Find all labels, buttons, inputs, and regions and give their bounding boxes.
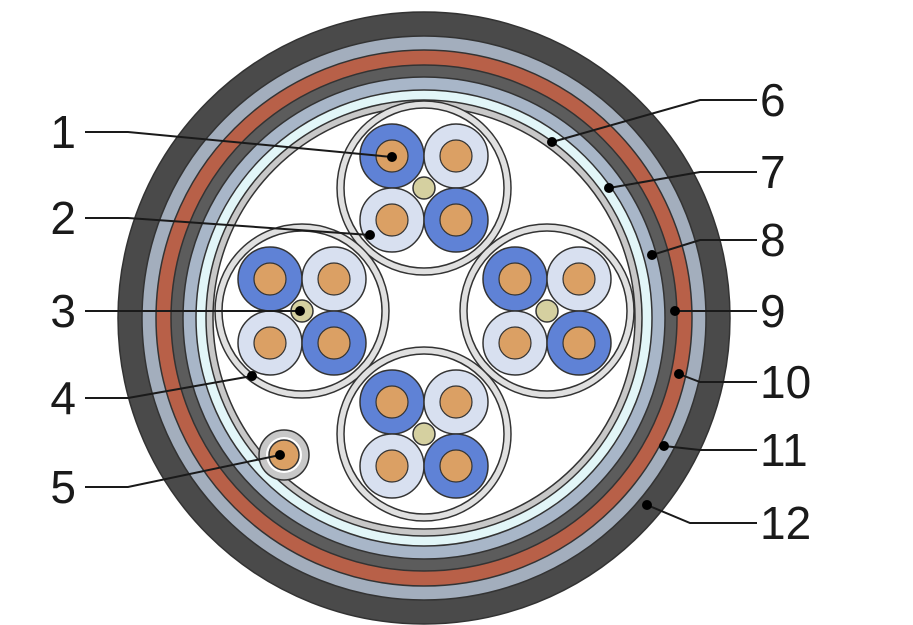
leader-line-10 [678, 373, 757, 383]
leader-dot-9 [670, 306, 680, 316]
leader-dot-5 [275, 450, 285, 460]
conductor-left-3 [317, 326, 351, 360]
leader-line-11 [663, 445, 757, 451]
leader-line-6 [551, 99, 757, 143]
leader-line-8 [651, 239, 757, 256]
leader-line-1 [85, 131, 393, 158]
conductor-bottom-1 [439, 385, 473, 419]
conductor-right-1 [562, 262, 596, 296]
leader-line-7 [608, 171, 757, 189]
conductor-bottom-0 [375, 385, 409, 419]
center-filler-bottom [412, 422, 436, 446]
conductor-top-1 [439, 139, 473, 173]
conductor-left-2 [253, 326, 287, 360]
conductor-left-1 [317, 262, 351, 296]
cable-units [214, 100, 635, 522]
leader-dot-1 [387, 152, 397, 162]
callout-label-5: 5 [50, 461, 76, 513]
leader-dot-8 [647, 250, 657, 260]
leader-dot-12 [642, 500, 652, 510]
leader-dot-6 [547, 137, 557, 147]
leader-line-5 [85, 454, 281, 488]
callout-label-3: 3 [50, 285, 76, 337]
conductor-bottom-2 [375, 449, 409, 483]
callout-label-11: 11 [760, 424, 808, 476]
leader-dot-7 [604, 183, 614, 193]
conductor-right-2 [498, 326, 532, 360]
callout-label-4: 4 [50, 372, 76, 424]
leader-dot-3 [295, 306, 305, 316]
callout-label-12: 12 [760, 497, 811, 549]
center-filler-right [535, 299, 559, 323]
center-filler-top [412, 176, 436, 200]
conductor-top-3 [439, 203, 473, 237]
leader-dot-11 [659, 441, 669, 451]
leader-line-2 [85, 217, 371, 236]
conductor-bottom-3 [439, 449, 473, 483]
leader-dot-2 [365, 230, 375, 240]
callout-label-1: 1 [50, 106, 76, 158]
leader-line-4 [85, 375, 253, 399]
leader-dot-10 [674, 369, 684, 379]
leader-dot-4 [247, 371, 257, 381]
conductor-top-2 [375, 203, 409, 237]
cable-layers [117, 11, 731, 625]
leader-line-12 [646, 504, 757, 524]
callout-label-7: 7 [760, 146, 786, 198]
callout-label-8: 8 [760, 214, 786, 266]
callout-label-10: 10 [760, 356, 811, 408]
callout-label-9: 9 [760, 285, 786, 337]
callout-label-6: 6 [760, 74, 786, 126]
conductor-right-0 [498, 262, 532, 296]
conductor-left-0 [253, 262, 287, 296]
callout-label-2: 2 [50, 192, 76, 244]
conductor-right-3 [562, 326, 596, 360]
